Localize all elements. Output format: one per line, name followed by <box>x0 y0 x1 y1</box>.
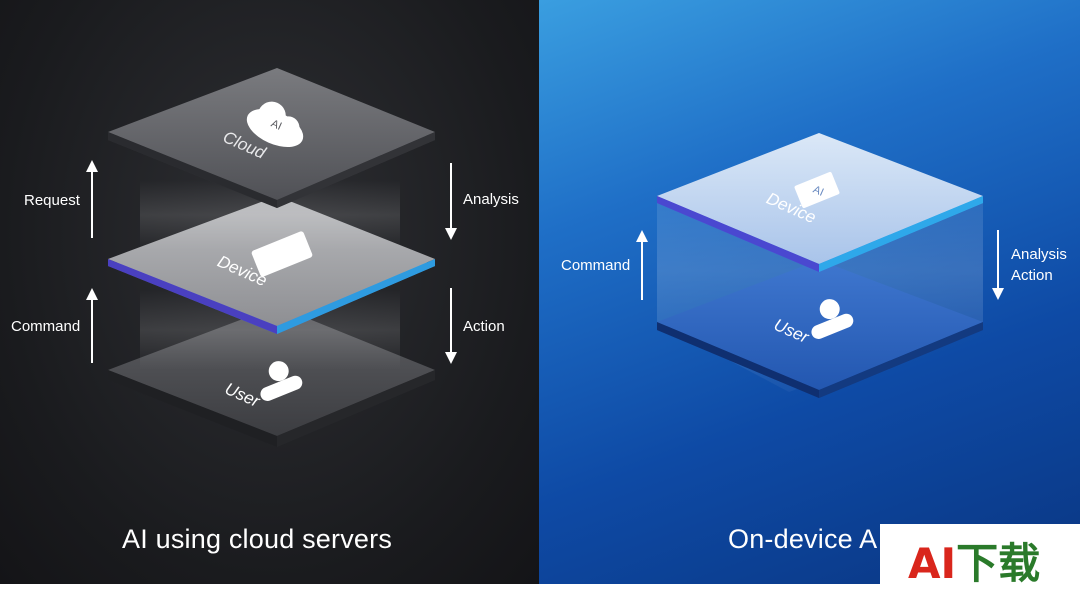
analysis-arrow <box>445 163 457 240</box>
request-arrow <box>86 160 98 238</box>
cloud-icon <box>246 101 304 148</box>
on-device-ai-panel: AI Device User Command Analysis Action O… <box>539 0 1080 584</box>
request-label: Request <box>24 192 80 209</box>
device-icon <box>251 231 313 277</box>
right-user-icon <box>811 299 854 339</box>
right-device-ai-badge: AI <box>811 184 825 199</box>
user-icon <box>260 361 303 401</box>
action-arrow <box>445 288 457 364</box>
action-label: Action <box>463 318 505 335</box>
cloud-ai-panel: AI Cloud Device User Reques <box>0 0 539 584</box>
right-action-label: Action <box>1011 267 1053 284</box>
right-analysis-action-arrow <box>992 230 1004 300</box>
watermark-text: AI下载 <box>908 530 1040 591</box>
right-analysis-label: Analysis <box>1011 246 1067 263</box>
right-device-icon <box>794 171 840 209</box>
right-command-arrow <box>636 230 648 300</box>
cloud-ai-diagram: AI Cloud Device User <box>86 68 457 447</box>
watermark-part1: AI <box>908 539 957 588</box>
command-arrow <box>86 288 98 363</box>
right-command-label: Command <box>561 257 631 274</box>
cloud-ai-badge: AI <box>269 118 283 133</box>
cloud-ai-title: AI using cloud servers <box>122 524 393 554</box>
command-label: Command <box>11 318 81 335</box>
watermark-logo: AI下载 <box>880 524 1080 588</box>
analysis-label: Analysis <box>463 191 519 208</box>
on-device-ai-diagram: AI Device User <box>636 133 1004 398</box>
on-device-ai-title: On-device A <box>728 524 878 554</box>
watermark-part2: 下载 <box>956 539 1041 588</box>
